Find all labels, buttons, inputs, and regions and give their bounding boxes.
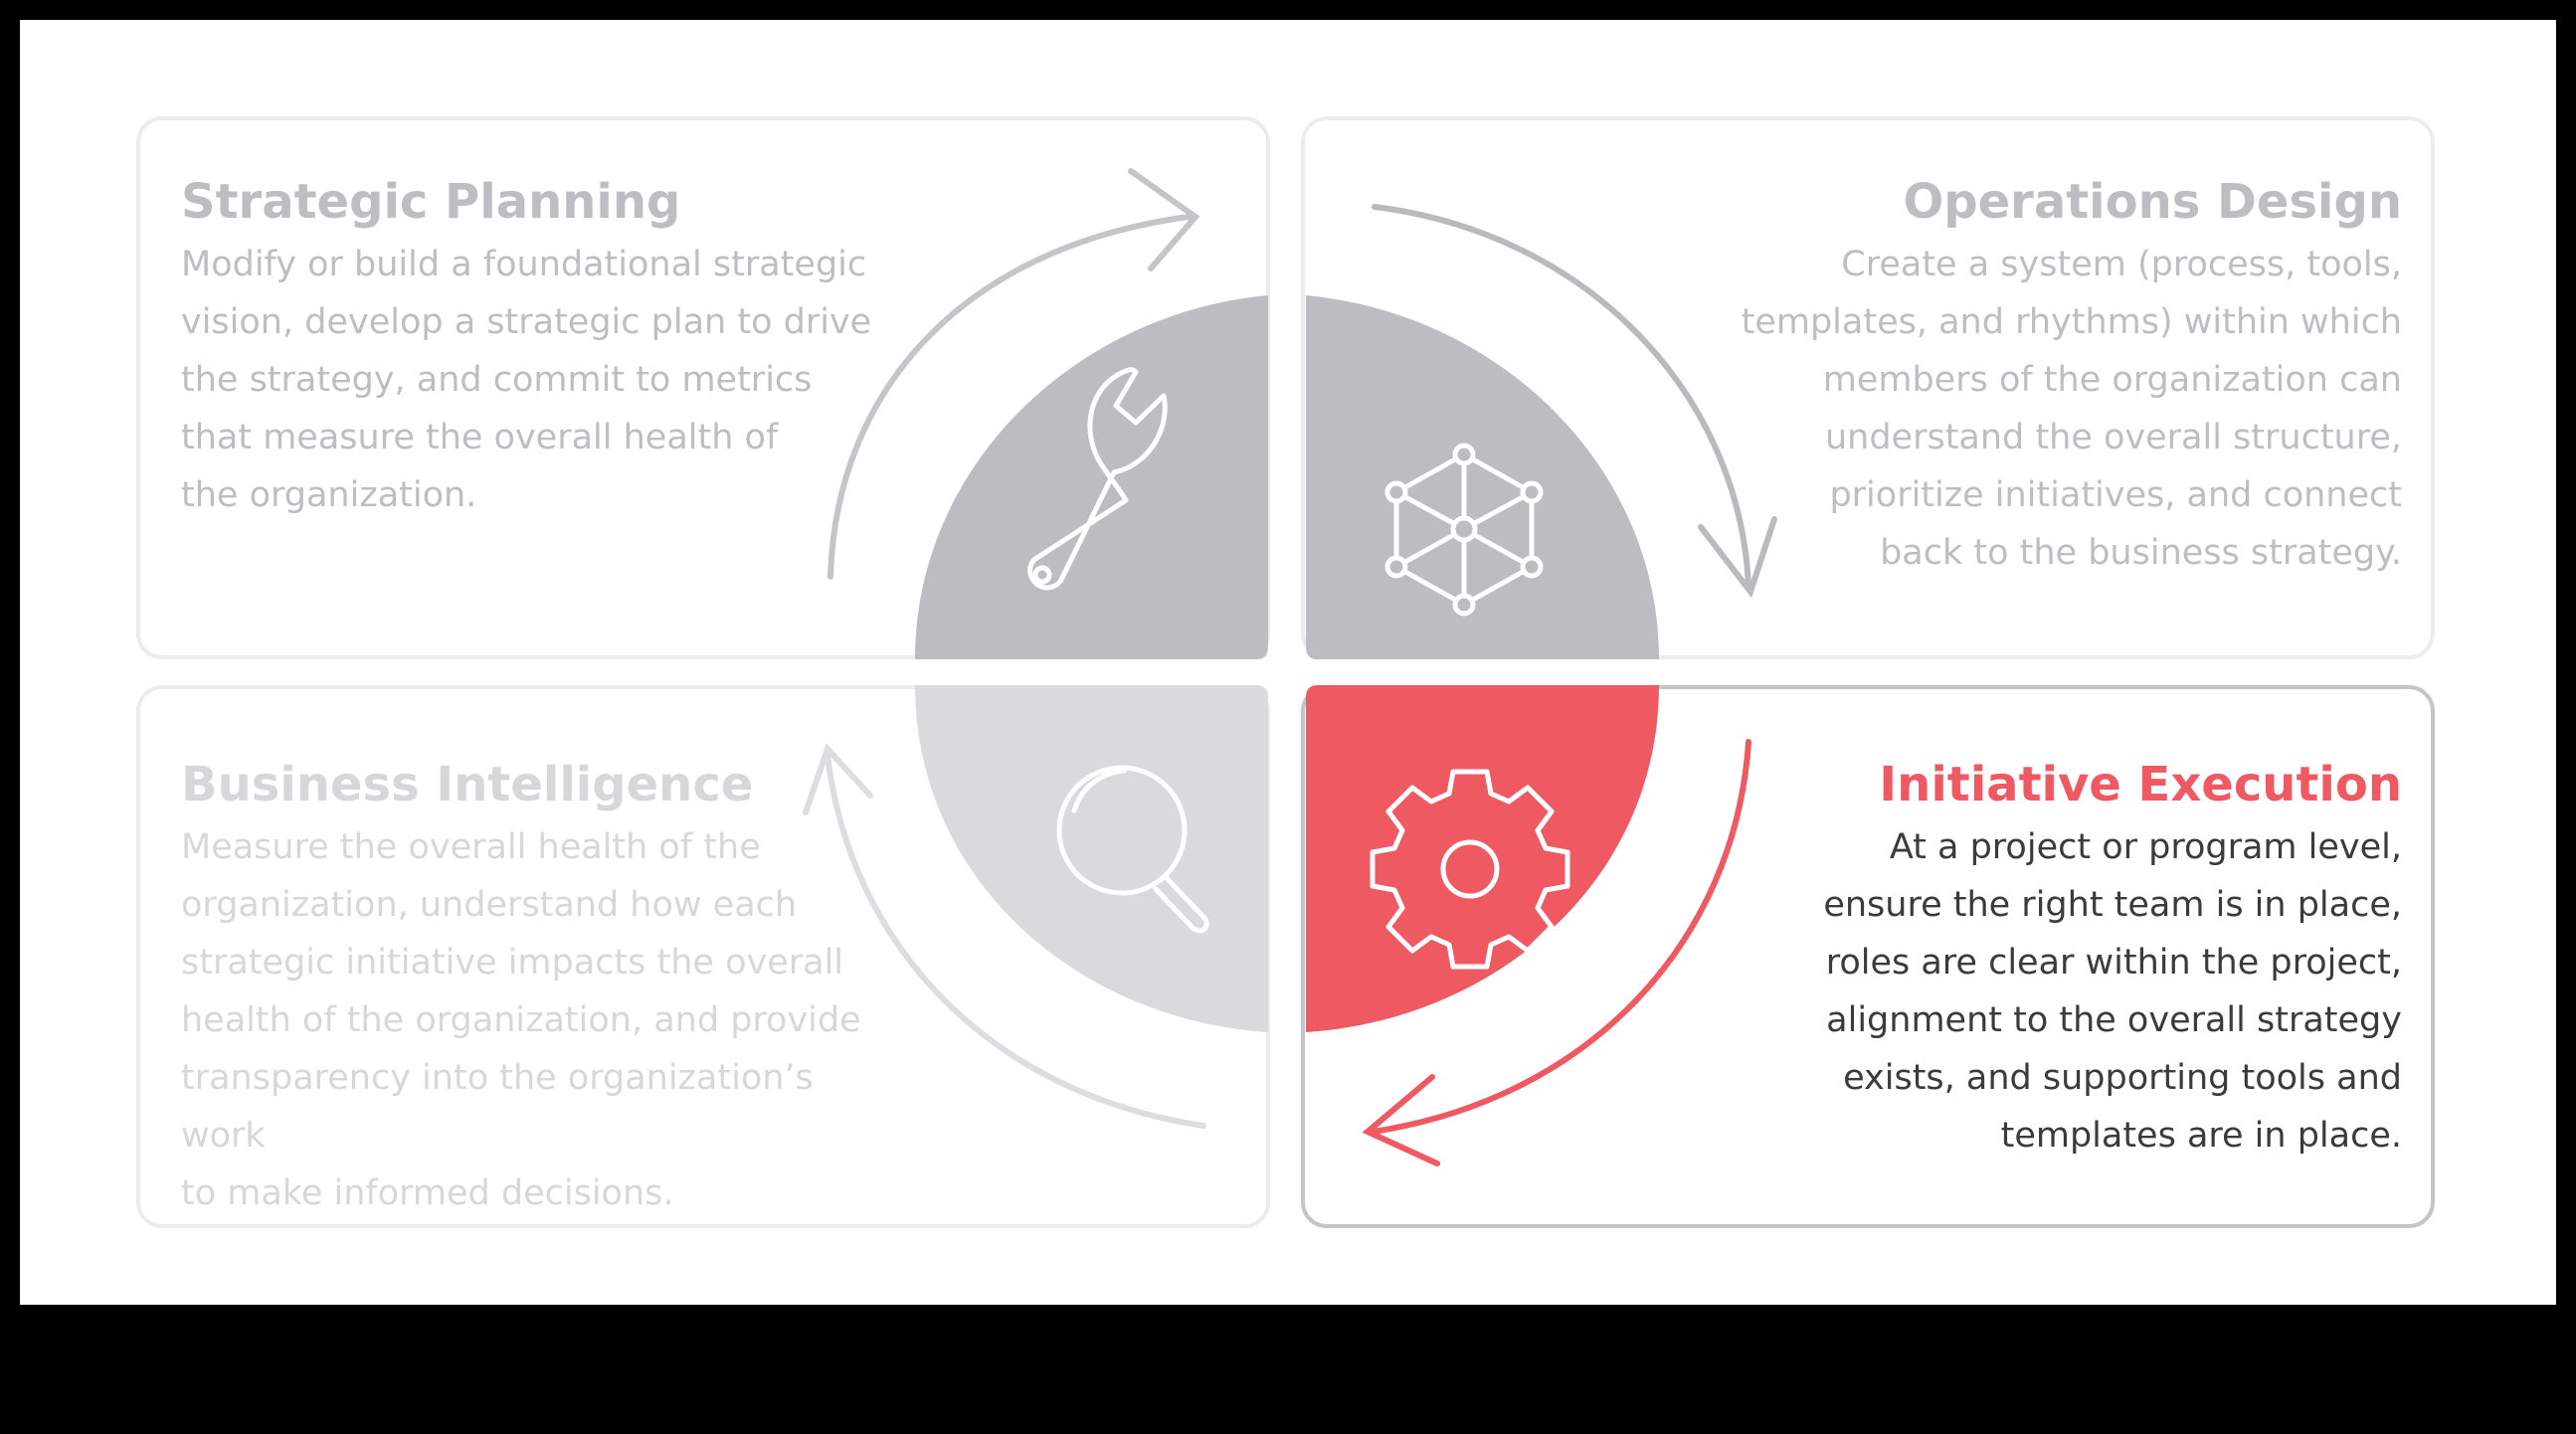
body-line: back to the business strategy. <box>1880 533 2402 573</box>
body-line: the strategy, and commit to metrics <box>181 360 813 400</box>
body-line: templates are in place. <box>2000 1116 2402 1156</box>
body-line: vision, develop a strategic plan to driv… <box>181 302 872 342</box>
diagram-canvas: Strategic Planning Modify or build a fou… <box>20 20 2556 1305</box>
arrow-bottom-left <box>803 743 1206 1129</box>
body-line: transparency into the organization’s wor… <box>181 1058 814 1156</box>
arrow-top-left <box>828 168 1200 580</box>
body-line: alignment to the overall strategy <box>1826 1000 2402 1040</box>
body-line: Create a system (process, tools, <box>1841 245 2402 284</box>
text-operations-design: Operations Design Create a system (proce… <box>1706 172 2402 582</box>
body-line: to make informed decisions. <box>181 1173 674 1213</box>
body-initiative-execution: At a project or program level, ensure th… <box>1706 818 2402 1165</box>
arrow-top-right <box>1372 204 1777 599</box>
wedge-initiative-execution <box>1306 685 1659 1032</box>
body-line: exists, and supporting tools and <box>1843 1058 2402 1098</box>
text-strategic-planning: Strategic Planning Modify or build a fou… <box>181 172 877 524</box>
wedge-business-intelligence <box>915 685 1268 1032</box>
wedge-operations-design <box>1306 295 1659 659</box>
text-business-intelligence: Business Intelligence Measure the overal… <box>181 755 877 1222</box>
body-line: prioritize initiatives, and connect <box>1829 475 2402 515</box>
wedge-strategic-planning <box>915 295 1268 659</box>
title-operations-design: Operations Design <box>1903 174 2402 230</box>
gear-icon <box>1370 769 1570 970</box>
text-initiative-execution: Initiative Execution At a project or pro… <box>1706 755 2402 1165</box>
body-line: Modify or build a foundational strategic <box>181 245 867 284</box>
body-line: health of the organization, and provide <box>181 1000 861 1040</box>
body-line: ensure the right team is in place, <box>1823 885 2402 925</box>
body-line: roles are clear within the project, <box>1825 943 2402 983</box>
body-line: strategic initiative impacts the overall <box>181 943 844 983</box>
title-business-intelligence: Business Intelligence <box>181 757 754 812</box>
body-operations-design: Create a system (process, tools, templat… <box>1706 236 2402 582</box>
arrow-bottom-right <box>1362 739 1751 1166</box>
body-line: organization, understand how each <box>181 885 798 925</box>
body-line: that measure the overall health of <box>181 418 779 457</box>
body-business-intelligence: Measure the overall health of the organi… <box>181 818 877 1222</box>
body-strategic-planning: Modify or build a foundational strategic… <box>181 236 877 524</box>
magnifier-icon <box>1056 765 1209 934</box>
body-line: understand the overall structure, <box>1824 418 2402 457</box>
body-line: Measure the overall health of the <box>181 827 761 867</box>
body-line: members of the organization can <box>1822 360 2402 400</box>
wrench-icon <box>1027 367 1168 591</box>
body-line: the organization. <box>181 475 477 515</box>
body-line: At a project or program level, <box>1889 827 2402 867</box>
cycle-diagram <box>803 168 1777 1166</box>
network-cube-icon <box>1384 443 1544 617</box>
body-line: templates, and rhythms) within which <box>1741 302 2402 342</box>
title-strategic-planning: Strategic Planning <box>181 174 681 230</box>
title-initiative-execution: Initiative Execution <box>1879 757 2402 812</box>
